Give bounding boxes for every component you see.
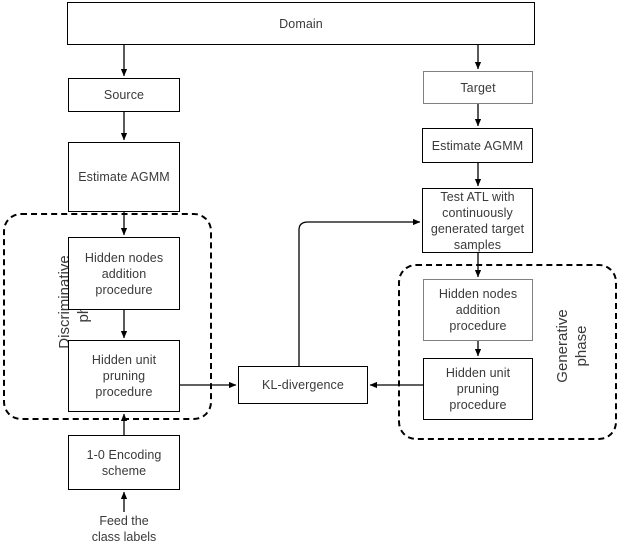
node-target[interactable]: Target	[423, 71, 533, 104]
node-hidden-unit-pruning-discriminative[interactable]: Hidden unit pruning procedure	[68, 340, 180, 412]
phase-label-generative: Generative phase	[554, 309, 590, 383]
node-hidden-nodes-addition-discriminative[interactable]: Hidden nodes addition procedure	[68, 237, 180, 310]
node-estimate-agmm-target[interactable]: Estimate AGMM	[422, 128, 533, 163]
node-kl-divergence[interactable]: KL-divergence	[238, 366, 368, 404]
node-hidden-nodes-addition-generative[interactable]: Hidden nodes addition procedure	[423, 279, 533, 341]
node-domain[interactable]: Domain	[67, 2, 535, 45]
phase-box-discriminative	[3, 213, 212, 420]
node-source[interactable]: Source	[68, 78, 180, 112]
node-estimate-agmm-source[interactable]: Estimate AGMM	[68, 142, 180, 212]
node-test-atl[interactable]: Test ATL with continuously generated tar…	[422, 188, 533, 253]
node-hidden-unit-pruning-generative[interactable]: Hidden unit pruning procedure	[423, 358, 533, 420]
annotation-feed-class-labels: Feed the class labels	[91, 514, 157, 542]
node-encoding-scheme[interactable]: 1-0 Encoding scheme	[68, 435, 180, 490]
